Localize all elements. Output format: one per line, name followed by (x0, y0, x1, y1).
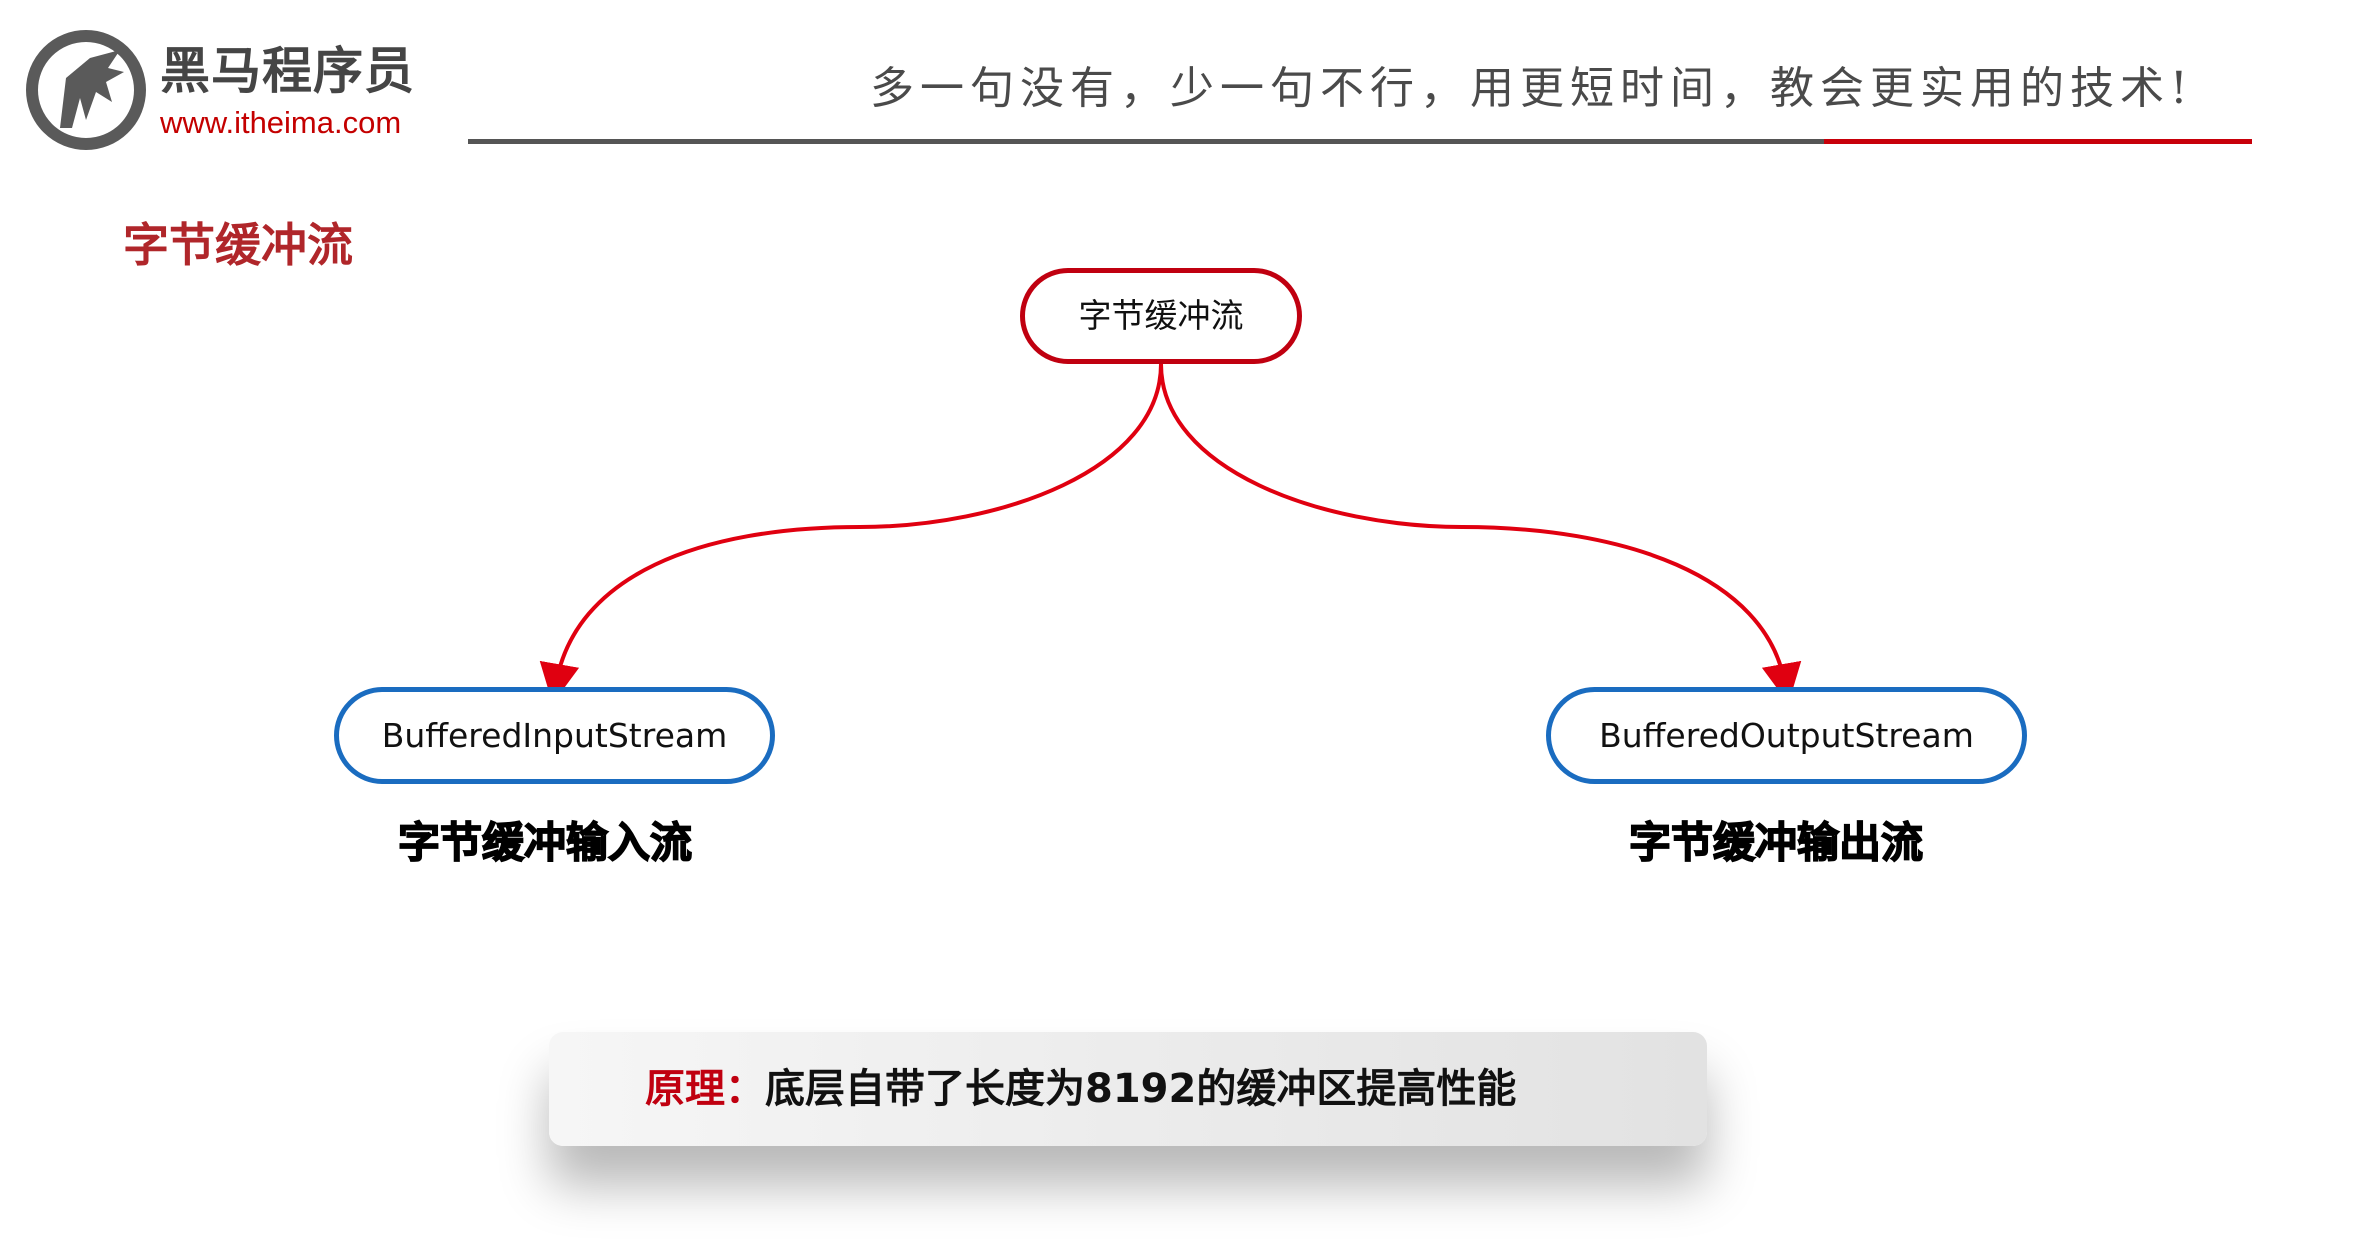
root-node: 字节缓冲流 (1020, 268, 1302, 364)
header-divider-accent (1824, 139, 2252, 144)
slogan: 多一句没有，少一句不行，用更短时间，教会更实用的技术! (870, 63, 2194, 114)
header-divider (468, 139, 1824, 144)
principle-key: 原理： (645, 1066, 765, 1112)
principle-note: 原理： 底层自带了长度为8192的缓冲区提高性能 (549, 1032, 1707, 1146)
logo-url: www.itheima.com (160, 105, 402, 140)
buffered-input-stream-node: BufferedInputStream (334, 687, 775, 784)
logo-horse-icon (26, 30, 146, 150)
connector-left (539, 363, 1163, 704)
buffered-output-stream-node: BufferedOutputStream (1546, 687, 2027, 784)
principle-text: 底层自带了长度为8192的缓冲区提高性能 (765, 1066, 1517, 1112)
section-title: 字节缓冲流 (123, 218, 353, 272)
input-stream-caption: 字节缓冲输入流 (397, 817, 693, 868)
logo-name: 黑马程序员 (160, 42, 415, 100)
connector-right (1159, 363, 1802, 704)
output-stream-caption: 字节缓冲输出流 (1628, 817, 1924, 868)
